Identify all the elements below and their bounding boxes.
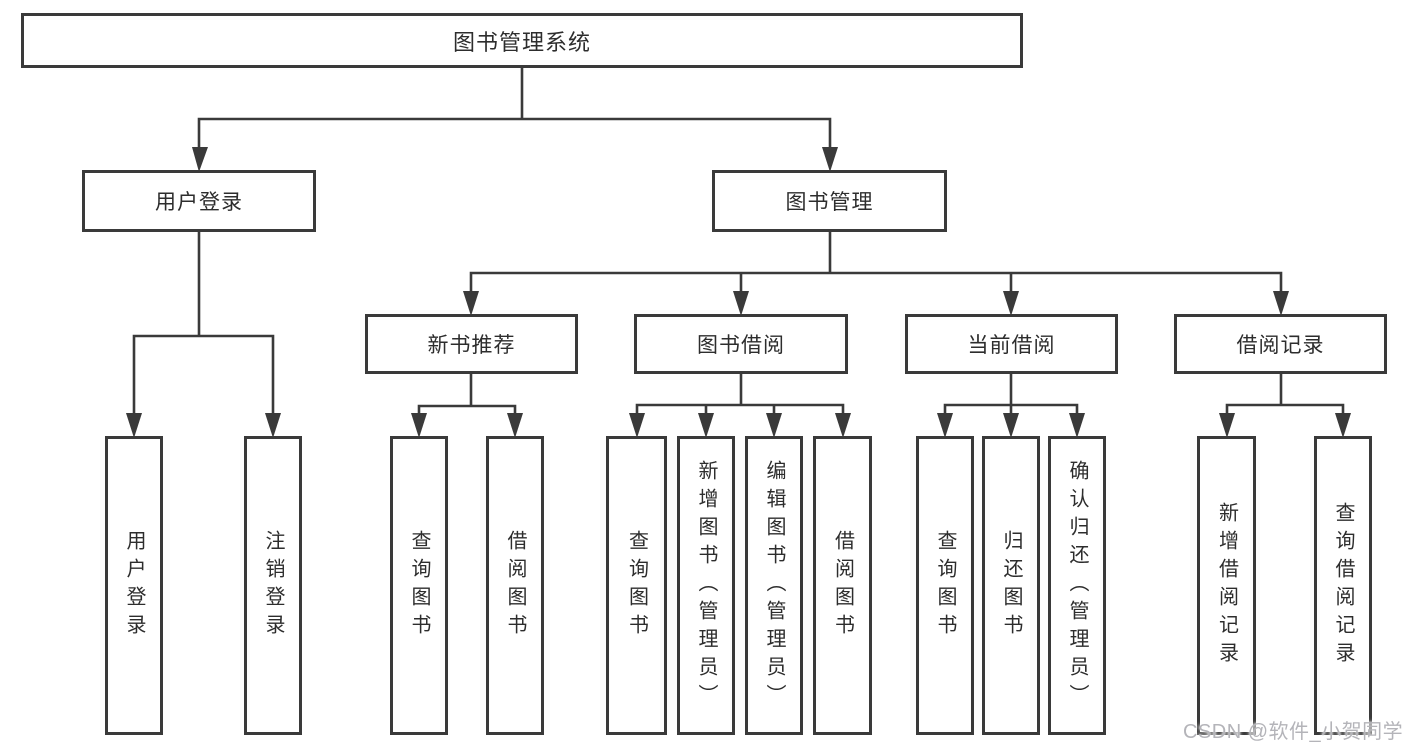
leaf-query-books-newbooks: 查询图书 xyxy=(390,436,448,735)
leaf-add-books-admin: 新增图书（管理员） xyxy=(677,436,735,735)
node-current-borrow: 当前借阅 xyxy=(905,314,1118,374)
leaf-label: 编辑图书（管理员） xyxy=(763,459,785,712)
leaf-query-books-borrow: 查询图书 xyxy=(606,436,667,735)
leaf-add-borrow-record: 新增借阅记录 xyxy=(1197,436,1256,735)
leaf-label: 新增借阅记录 xyxy=(1215,501,1238,670)
leaf-query-books-current: 查询图书 xyxy=(916,436,974,735)
leaf-borrow-books-newbooks: 借阅图书 xyxy=(486,436,544,735)
leaf-return-books: 归还图书 xyxy=(982,436,1040,735)
leaf-label: 归还图书 xyxy=(1000,529,1022,642)
node-label: 图书管理系统 xyxy=(452,29,591,55)
node-label: 图书借阅 xyxy=(697,334,785,357)
node-book-management: 图书管理 xyxy=(712,170,947,232)
node-label: 当前借阅 xyxy=(967,334,1056,357)
node-borrow-records: 借阅记录 xyxy=(1174,314,1387,374)
leaf-query-borrow-record: 查询借阅记录 xyxy=(1314,436,1372,735)
node-label: 用户登录 xyxy=(155,191,243,214)
leaf-label: 借阅图书 xyxy=(831,529,854,642)
leaf-label: 注销登录 xyxy=(262,529,284,642)
node-system-root: 图书管理系统 xyxy=(21,13,1023,68)
leaf-label: 借阅图书 xyxy=(504,529,526,642)
node-label: 新书推荐 xyxy=(427,334,516,357)
leaf-label: 用户登录 xyxy=(123,529,145,642)
leaf-label: 查询图书 xyxy=(934,529,956,642)
leaf-edit-books-admin: 编辑图书（管理员） xyxy=(745,436,803,735)
leaf-confirm-return-admin: 确认归还（管理员） xyxy=(1048,436,1106,735)
node-book-borrow: 图书借阅 xyxy=(634,314,848,374)
node-user-login: 用户登录 xyxy=(82,170,316,232)
leaf-user-login: 用户登录 xyxy=(105,436,163,735)
leaf-logout: 注销登录 xyxy=(244,436,302,735)
node-label: 图书管理 xyxy=(785,191,874,214)
leaf-label: 查询图书 xyxy=(408,529,430,642)
tree-edges xyxy=(132,66,1345,422)
leaf-label: 查询图书 xyxy=(625,529,648,642)
arrowheads xyxy=(126,147,1351,438)
leaf-label: 新增图书（管理员） xyxy=(695,459,717,712)
csdn-watermark: CSDN @软件_小贺同学 xyxy=(1183,721,1404,743)
node-new-book-recommend: 新书推荐 xyxy=(365,314,578,374)
node-label: 借阅记录 xyxy=(1236,334,1325,357)
leaf-label: 查询借阅记录 xyxy=(1332,501,1354,670)
leaf-label: 确认归还（管理员） xyxy=(1066,459,1088,712)
leaf-borrow-books: 借阅图书 xyxy=(813,436,872,735)
